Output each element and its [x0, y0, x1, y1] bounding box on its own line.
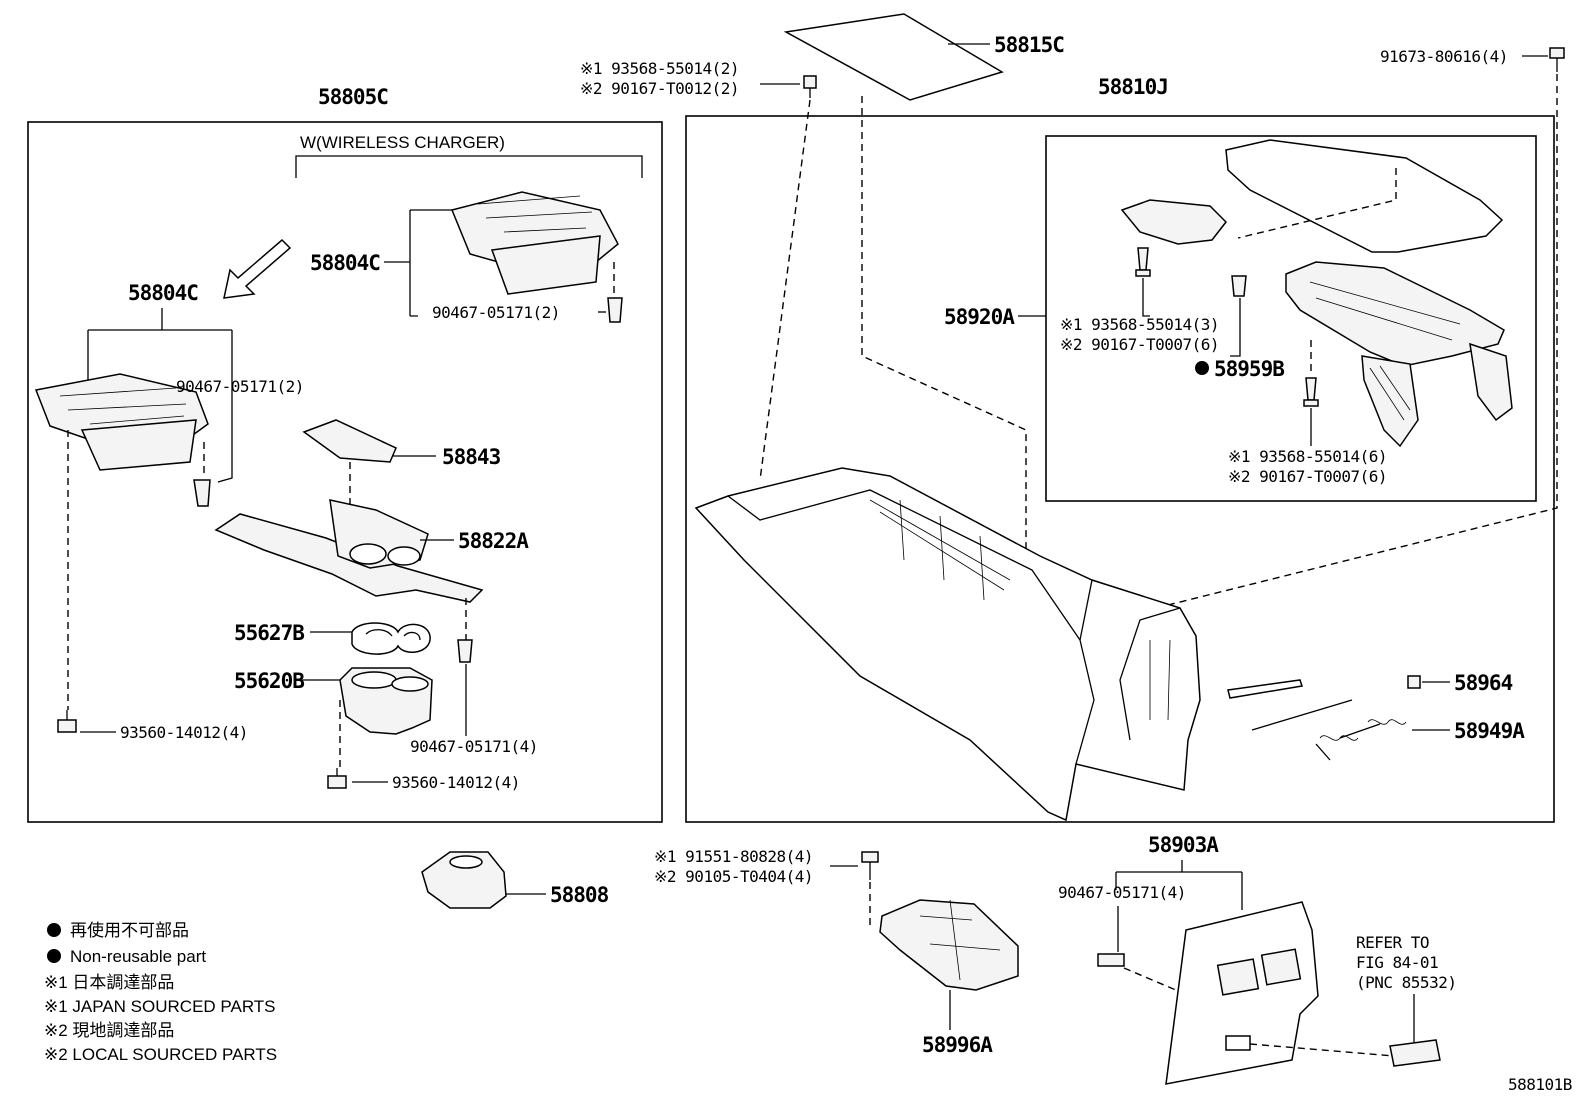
label-58843: 58843 [442, 445, 501, 469]
label-58903A: 58903A [1148, 833, 1219, 857]
part-55627B [351, 622, 431, 655]
label-93568-top: ※1 93568-55014(2) [580, 59, 739, 78]
part-58822A [214, 499, 484, 603]
legend-line-5: ※2 現地調達部品 [44, 1021, 174, 1040]
screw-icon-top [803, 75, 817, 98]
legend-line-6: ※2 LOCAL SOURCED PARTS [44, 1045, 277, 1064]
clip-icon-upper [607, 297, 623, 323]
label-93568-mid: ※1 93568-55014(3) [1060, 315, 1219, 334]
part-58903A [1165, 901, 1319, 1085]
legend: 再使用不可部品 Non-reusable part ※1 日本調達部品 ※1 J… [44, 920, 277, 1064]
label-58964: 58964 [1454, 671, 1513, 695]
screw-icon-58920A-a [1135, 247, 1151, 277]
label-93568-low: ※1 93568-55014(6) [1228, 447, 1387, 466]
clip-icon-90467-bottom [1097, 953, 1125, 967]
screw-icon-93560-bottom [327, 768, 347, 789]
legend-dot-2 [47, 949, 61, 963]
label-58949A: 58949A [1454, 719, 1525, 743]
label-90167-top: ※2 90167-T0012(2) [580, 79, 739, 98]
screw-icon-93560-left [57, 710, 77, 733]
bolt-icon-91551 [861, 851, 879, 880]
clip-icon-lower [193, 479, 211, 507]
legend-line-4: ※1 JAPAN SOURCED PARTS [44, 997, 276, 1016]
legend-line-2: Non-reusable part [70, 947, 206, 966]
figure-id: 588101B [1508, 1075, 1572, 1094]
label-90467-lower: 90467-05171(2) [176, 377, 304, 396]
label-wireless-charger: W(WIRELESS CHARGER) [300, 133, 505, 152]
part-58808 [421, 851, 507, 909]
legend-dot-1 [47, 923, 61, 937]
part-switch-85532 [1389, 1039, 1441, 1067]
part-58804C-lower [34, 373, 209, 471]
label-91551: ※1 91551-80828(4) [654, 847, 813, 866]
label-90167-low: ※2 90167-T0007(6) [1228, 467, 1387, 486]
clip-icon-90467-4 [457, 639, 473, 663]
part-58843 [302, 419, 397, 463]
label-58815C: 58815C [994, 33, 1064, 57]
group-box-58810J [685, 115, 1555, 823]
label-58822A: 58822A [458, 529, 529, 553]
part-armrest-box [1285, 261, 1513, 448]
label-90467-upper: 90467-05171(2) [432, 303, 560, 322]
label-58805C: 58805C [318, 85, 388, 109]
nonreusable-icon-58959B [1195, 361, 1209, 375]
label-58959B: 58959B [1214, 357, 1284, 381]
label-93560-left: 93560-14012(4) [120, 723, 248, 742]
group-box-58920A [1045, 135, 1537, 502]
label-refer-2: FIG 84-01 [1356, 953, 1438, 972]
part-console-body [694, 467, 1201, 822]
label-58920A: 58920A [944, 305, 1015, 329]
group-box-58805C [27, 121, 663, 823]
label-58996A: 58996A [922, 1033, 993, 1057]
label-91673: 91673-80616(4) [1380, 47, 1508, 66]
part-lid-hinge [1120, 199, 1227, 245]
label-90105: ※2 90105-T0404(4) [654, 867, 813, 886]
part-armrest-lid [1225, 139, 1504, 253]
wireless-bracket [295, 155, 643, 178]
part-55620B [339, 667, 433, 735]
legend-line-3: ※1 日本調達部品 [44, 973, 174, 992]
label-refer-1: REFER TO [1356, 933, 1429, 952]
clip-icon-58959B [1231, 275, 1247, 297]
label-90167-mid: ※2 90167-T0007(6) [1060, 335, 1219, 354]
label-refer-3: (PNC 85532) [1356, 973, 1456, 992]
label-93560-bottom: 93560-14012(4) [392, 773, 520, 792]
part-58964 [1227, 675, 1421, 699]
part-58804C-wireless [450, 191, 619, 295]
part-58996A [879, 899, 1019, 991]
label-58808: 58808 [550, 883, 609, 907]
bolt-icon-91673 [1549, 47, 1565, 72]
part-58815C [783, 13, 1004, 101]
part-58949A [1251, 699, 1407, 761]
label-58810J: 58810J [1098, 75, 1168, 99]
label-55620B: 55620B [234, 669, 304, 693]
direction-arrow [223, 238, 292, 299]
label-55627B: 55627B [234, 621, 304, 645]
legend-line-1: 再使用不可部品 [70, 920, 189, 940]
label-90467-4: 90467-05171(4) [410, 737, 538, 756]
label-90467-bottom: 90467-05171(4) [1058, 883, 1186, 902]
label-58804C-upper: 58804C [310, 251, 380, 275]
label-58804C-lower: 58804C [128, 281, 198, 305]
screw-icon-58920A-b [1303, 377, 1319, 407]
